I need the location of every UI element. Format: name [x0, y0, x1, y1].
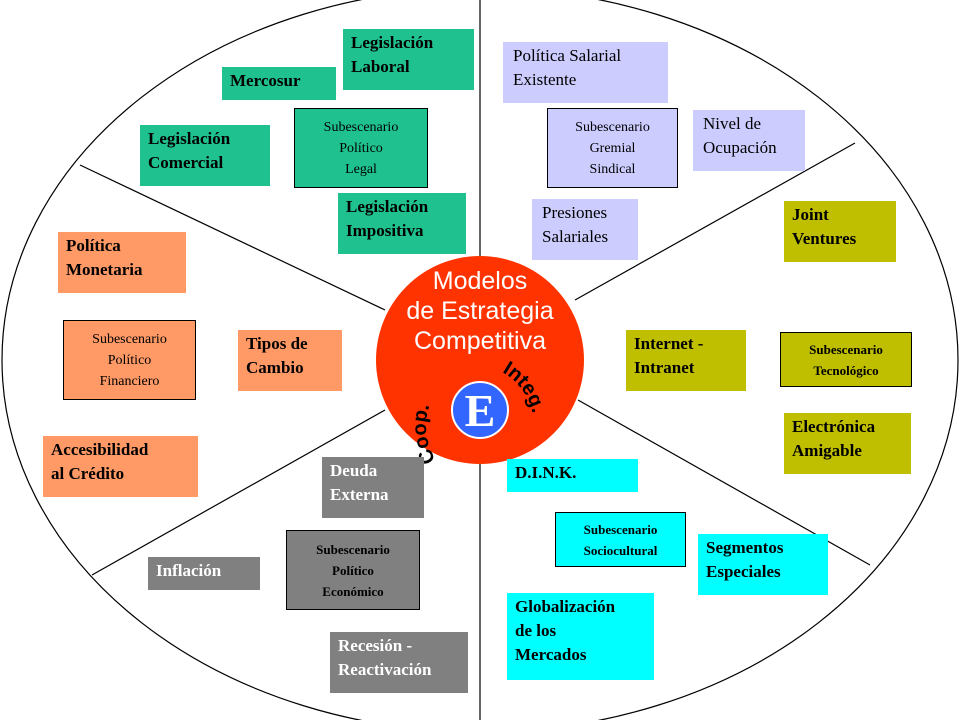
globalizacion-mercados-box: Globalización de los Mercados: [507, 593, 654, 680]
dink-box: D.I.N.K.: [507, 459, 638, 492]
subescenario-politico-financiero-box: Subescenario Político Financiero: [63, 320, 196, 400]
subescenario-gremial-sindical-box: Subescenario Gremial Sindical: [547, 108, 678, 188]
e-circle: [451, 381, 509, 439]
tipos-cambio-box: Tipos de Cambio: [238, 330, 342, 391]
legislacion-laboral-box: Legislación Laboral: [343, 29, 474, 90]
presiones-salariales-box: Presiones Salariales: [532, 199, 638, 260]
subescenario-politico-legal-box: Subescenario Político Legal: [294, 108, 428, 188]
politica-salarial-box: Política Salarial Existente: [503, 42, 668, 103]
politica-monetaria-box: Política Monetaria: [58, 232, 186, 293]
e-letter: E: [464, 385, 496, 436]
divider-line-upper-right: [574, 142, 856, 301]
divider-line-lower-left: [91, 409, 386, 576]
inflacion-box: Inflación: [148, 557, 260, 590]
recesion-reactivacion-box: Recesión - Reactivación: [330, 632, 468, 693]
internet-intranet-box: Internet - Intranet: [626, 330, 746, 391]
nivel-ocupacion-box: Nivel de Ocupación: [693, 110, 805, 171]
center-circle: [376, 256, 584, 464]
subescenario-tecnologico-box: Subescenario Tecnológico: [780, 332, 912, 387]
subescenario-politico-economico-box: Subescenario Político Económico: [286, 530, 420, 610]
legislacion-comercial-box: Legislación Comercial: [140, 125, 270, 186]
deuda-externa-box: Deuda Externa: [322, 457, 424, 518]
segmentos-especiales-box: Segmentos Especiales: [698, 534, 828, 595]
accesibilidad-credito-box: Accesibilidad al Crédito: [43, 436, 198, 497]
subescenario-sociocultural-box: Subescenario Sociocultural: [555, 512, 686, 567]
mercosur-box: Mercosur: [222, 67, 336, 100]
legislacion-impositiva-box: Legislación Impositiva: [338, 193, 466, 254]
electronica-amigable-box: Electrónica Amigable: [784, 413, 911, 474]
joint-ventures-box: Joint Ventures: [784, 201, 896, 262]
center-title: Modelos de Estrategia Competitiva: [406, 267, 554, 355]
divider-line-upper-left: [79, 164, 386, 311]
